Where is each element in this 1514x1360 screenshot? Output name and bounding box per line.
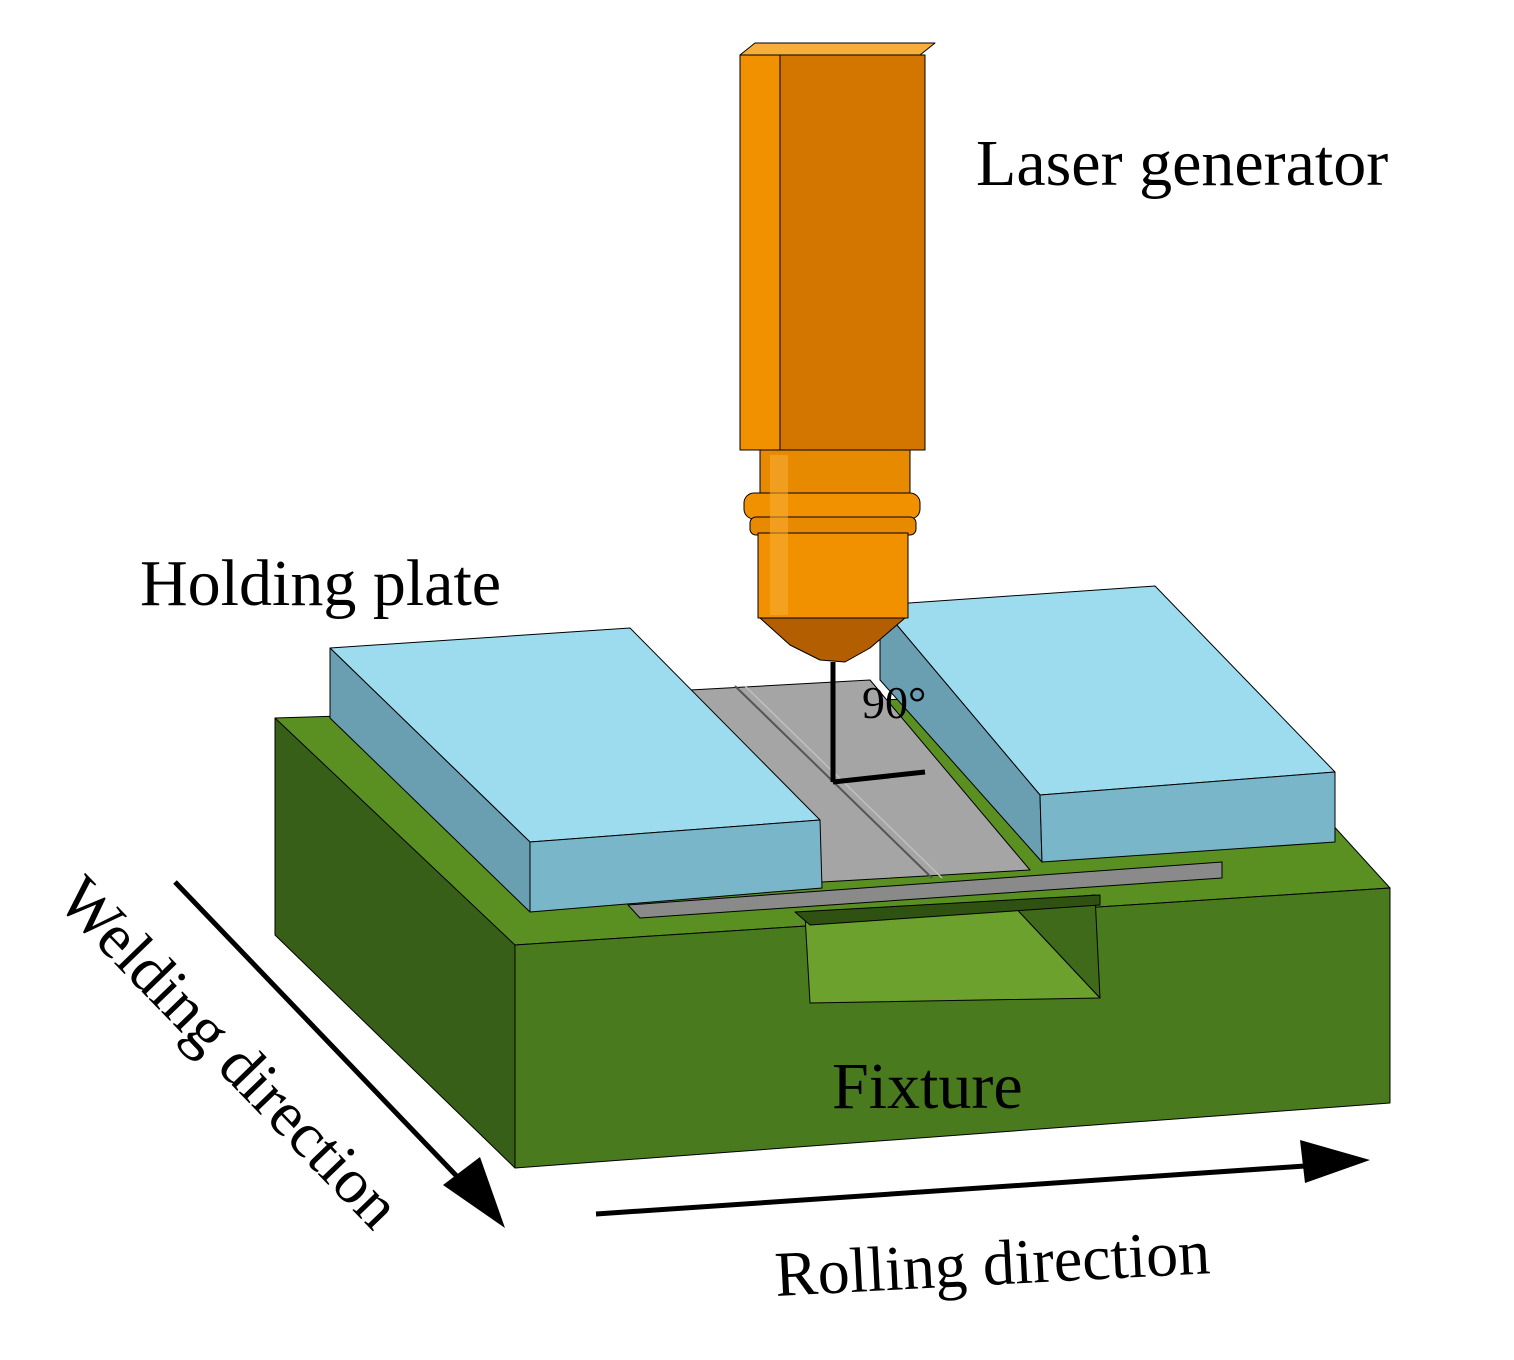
welding-arrow-head (443, 1157, 505, 1228)
laser-box-front (739, 54, 781, 451)
holding-plate-label: Holding plate (140, 547, 501, 620)
rolling-direction-label: Rolling direction (773, 1216, 1212, 1310)
rolling-arrow-head (1300, 1140, 1370, 1183)
holding-plate-left-front (529, 819, 823, 913)
laser-cylinder-highlight (770, 455, 788, 615)
laser-generator (739, 42, 936, 663)
fixture-groove-floor (794, 894, 1101, 926)
rolling-direction-arrow (595, 1140, 1370, 1217)
angle-base-line (832, 769, 926, 785)
sheet-bottom-edge (627, 861, 1223, 919)
rolling-arrow-shaft (595, 1162, 1321, 1217)
laser-nozzle (759, 617, 906, 663)
laser-beam (830, 662, 926, 785)
angle-label: 90° (862, 677, 926, 728)
fixture-front-face (514, 887, 1391, 1169)
fixture-label: Fixture (832, 1050, 1023, 1123)
laser-box-side (779, 54, 926, 451)
laser-box-top (739, 42, 936, 56)
welding-direction-arrow (173, 880, 505, 1228)
holding-plate-right (879, 585, 1336, 863)
holding-plate-left (329, 627, 823, 913)
laser-generator-label: Laser generator (976, 127, 1388, 200)
holding-plate-right-front (1039, 771, 1336, 863)
welding-arrow-shaft (173, 880, 472, 1192)
